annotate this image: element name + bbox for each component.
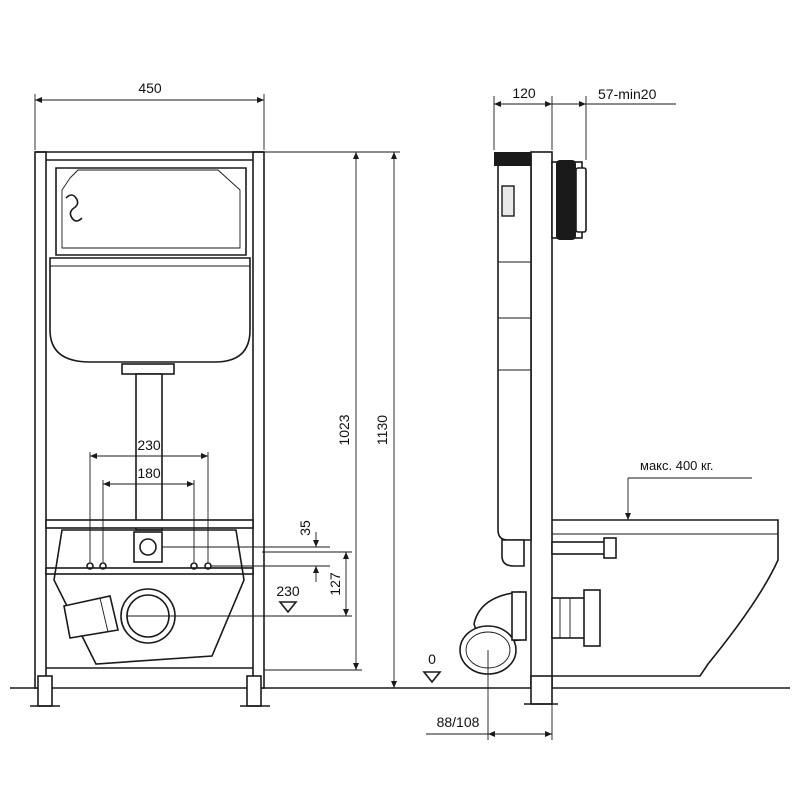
dim-frame-height-label: 1130 — [374, 415, 390, 445]
dim-stud-height-label: 127 — [327, 572, 343, 596]
drain-connector-flange — [583, 589, 601, 647]
frame-left-foot — [37, 675, 53, 707]
flush-connector — [133, 531, 163, 563]
load-capacity-label: макс. 400 кг. — [640, 458, 713, 473]
side-view: макс. 400 кг. 120 57-min20 0 88/108 — [422, 85, 779, 740]
flush-inlet-cap — [603, 537, 617, 559]
wall-hung-bowl — [552, 519, 779, 677]
dim-button-offset-label: 35 — [297, 520, 313, 536]
mounting-crossbar — [45, 519, 254, 529]
side-frame-post — [530, 151, 553, 689]
dim-spacing-inner-label: 180 — [137, 465, 161, 481]
side-foot — [530, 675, 553, 705]
flush-button-plate — [575, 167, 587, 233]
stud-left-outer — [86, 562, 94, 570]
cistern-body — [49, 257, 251, 363]
frame-right-foot — [246, 675, 262, 707]
cistern-outlet-neck — [121, 363, 175, 375]
side-drain-ring — [511, 591, 527, 641]
stud-right-inner — [190, 562, 198, 570]
front-view: 450 230 180 35 127 230 1023 1130 — [30, 80, 400, 707]
dim-spacing-outer-label: 230 — [137, 437, 161, 453]
frame-left-post — [34, 151, 47, 689]
side-flush-elbow — [501, 539, 525, 567]
cistern-upper — [55, 167, 247, 256]
floor-level-label: 0 — [428, 651, 436, 667]
drain-support — [53, 529, 245, 665]
flush-connector-ring — [139, 538, 157, 556]
flush-button — [556, 160, 576, 240]
hose-hook-icon — [65, 194, 83, 222]
dim-depth-label: 120 — [512, 85, 536, 101]
dim-cistern-height-label: 1023 — [336, 414, 352, 445]
dim-drain-height-label: 230 — [276, 583, 300, 599]
dim-pipe-diameter-label: 88/108 — [437, 714, 480, 730]
lower-crossbar — [45, 567, 254, 575]
drain-elbow-rib — [99, 597, 109, 633]
dim-width-label: 450 — [138, 80, 162, 96]
dim-button-depth-label: 57-min20 — [598, 86, 657, 102]
frame-right-post — [252, 151, 265, 689]
side-valve — [501, 185, 515, 217]
side-cistern-lid — [494, 152, 531, 166]
drain-elbow — [63, 595, 119, 639]
level-marker-floor — [422, 671, 442, 684]
flush-pipe — [135, 373, 163, 531]
stud-left-inner — [99, 562, 107, 570]
level-marker-drain — [278, 601, 298, 614]
cistern-inner-panel — [61, 169, 241, 249]
flush-inlet-pipe — [551, 541, 609, 555]
